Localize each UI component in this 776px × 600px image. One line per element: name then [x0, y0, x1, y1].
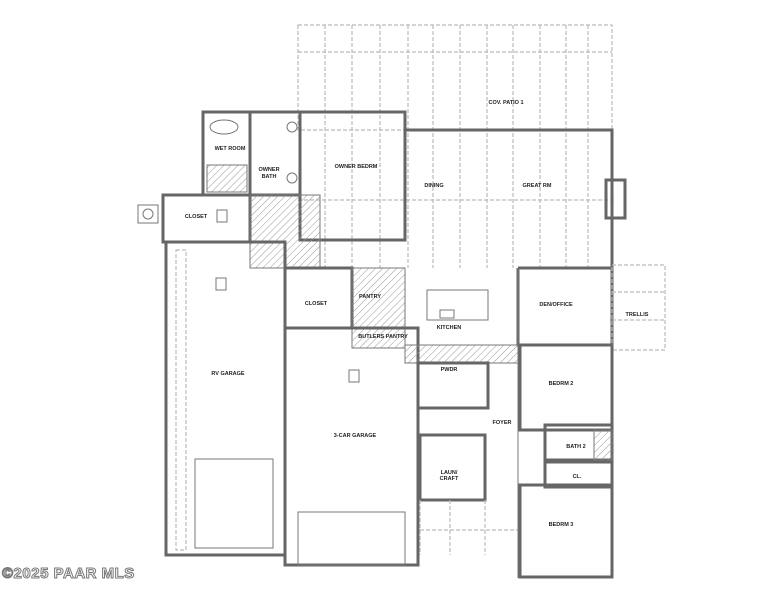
shower-tile [206, 164, 248, 193]
label-den-office: DEN/OFFICE [539, 302, 573, 308]
kitchen-island [426, 289, 489, 321]
label-great-rm: GREAT RM [523, 183, 552, 189]
label-pwdr: PWDR [441, 367, 458, 373]
label-rv-garage: RV GARAGE [211, 371, 245, 377]
bedroom-3-wall [518, 483, 614, 579]
label-butlers-pantry: BUTLERS PANTRY [358, 334, 408, 340]
label-laun-craft-2: CRAFT [440, 476, 459, 482]
fireplace [604, 178, 627, 220]
label-pantry: PANTRY [359, 294, 381, 300]
copyright-watermark: ©2025 PAAR MLS [2, 565, 135, 583]
bedroom-2-wall [518, 343, 614, 432]
label-owner-bath-2: BATH [262, 174, 277, 180]
label-cl: CL. [573, 474, 582, 480]
label-bath-2: BATH 2 [566, 444, 585, 450]
label-bedrm-2: BEDRM 2 [549, 381, 574, 387]
pantry-hatch [351, 267, 406, 349]
label-kitchen: KITCHEN [437, 325, 461, 331]
ac-unit-icon [137, 204, 159, 224]
rv-garage-door[interactable] [194, 458, 274, 549]
owner-bedroom-wall [298, 110, 407, 242]
covered-patio [297, 24, 613, 268]
garage-door[interactable] [297, 511, 406, 566]
three-car-garage-wall [283, 326, 420, 567]
label-dining: DINING [424, 183, 443, 189]
label-foyer: FOYER [493, 420, 512, 426]
label-closet-2: CLOSET [305, 301, 328, 307]
label-laun-craft-1: LAUN/ [441, 470, 458, 476]
label-bedrm-3: BEDRM 3 [549, 522, 574, 528]
label-owner-bedrm: OWNER BEDRM [335, 164, 378, 170]
bathtub-icon [209, 119, 239, 135]
attic-access-icon [216, 209, 228, 223]
label-trellis: TRELLIS [626, 312, 649, 318]
label-closet-1: CLOSET [185, 214, 208, 220]
label-owner-bath-1: OWNER [258, 167, 279, 173]
label-wet-room: WET ROOM [215, 146, 246, 152]
label-cov-patio: COV. PATIO 1 [488, 100, 523, 106]
trellis [611, 264, 666, 351]
label-3-car-garage: 3-CAR GARAGE [334, 433, 377, 439]
